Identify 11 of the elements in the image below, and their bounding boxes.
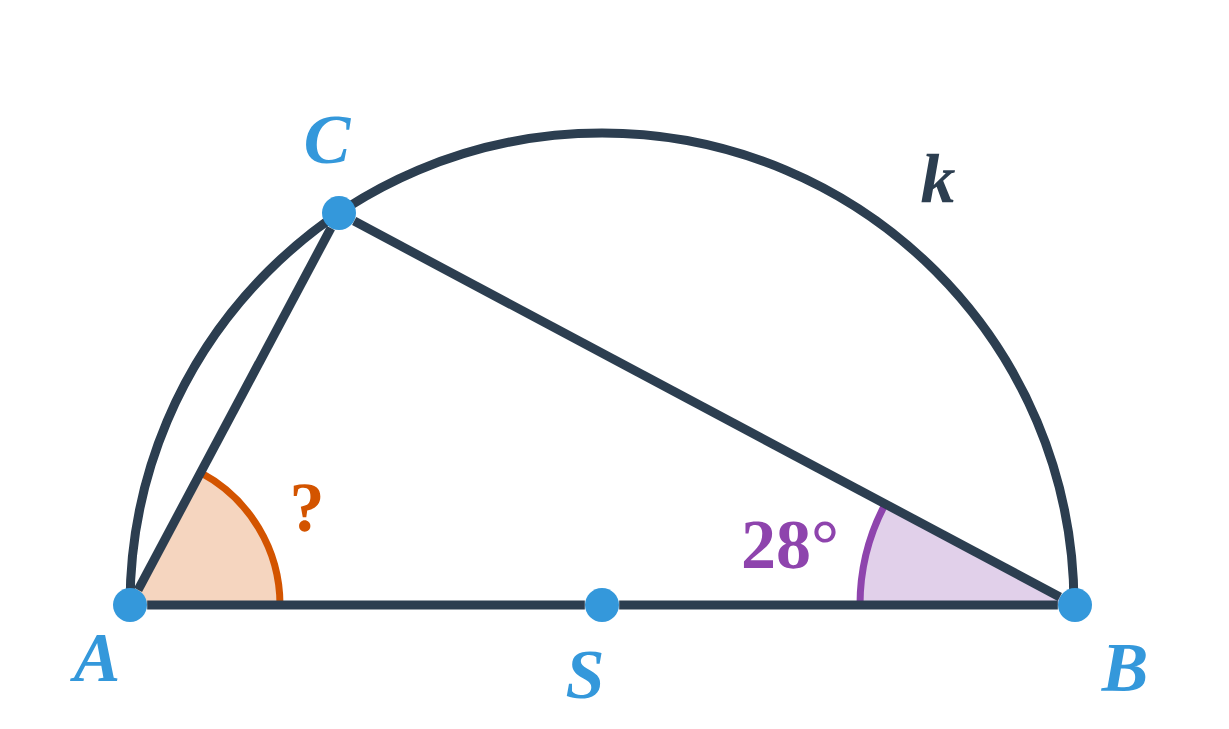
point-label: C <box>306 116 351 164</box>
math-label: 28° <box>743 521 836 569</box>
point-label: S <box>566 651 602 699</box>
line-segment <box>352 217 1062 601</box>
line-segment <box>619 600 1058 610</box>
point-label: A <box>70 634 118 682</box>
math-label: ? <box>293 484 321 532</box>
line-segment <box>147 600 585 610</box>
line-segment <box>134 226 335 592</box>
math-label: k <box>921 153 955 203</box>
point-label: B <box>1101 645 1146 692</box>
